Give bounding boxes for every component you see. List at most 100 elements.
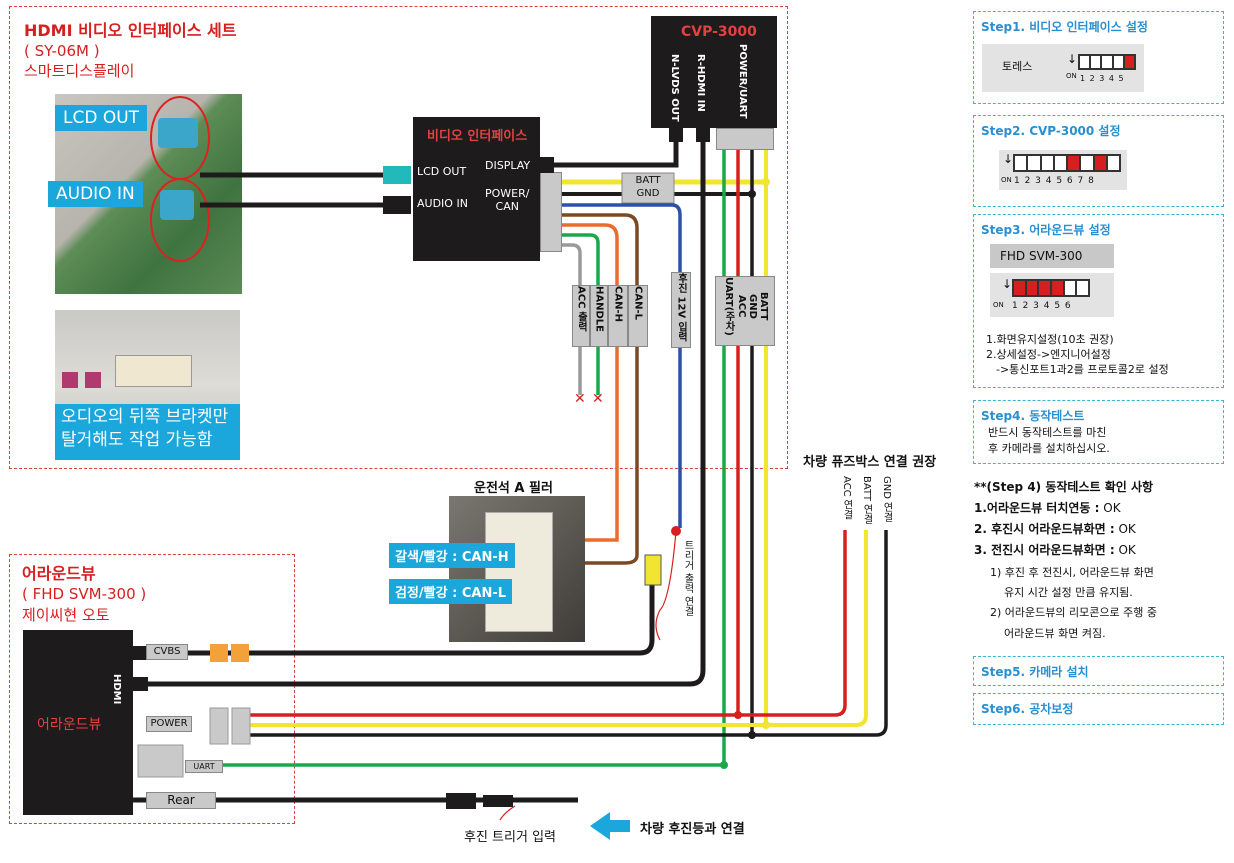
trigger-red-line — [655, 530, 677, 641]
step1-arrow-icon: ↓ — [1067, 52, 1078, 66]
aroundview-box: 어라운드뷰 HDMI — [23, 630, 133, 815]
can-h-tag: CAN-H — [608, 285, 628, 347]
check-item-3-val: OK — [1114, 543, 1136, 557]
aroundview-model: ( FHD SVM-300 ) — [22, 585, 147, 603]
check-item-1: 1.어라운드뷰 터치연동 : OK — [974, 499, 1121, 516]
check-item-2-val: OK — [1114, 522, 1136, 536]
bracket-note-line1: 오디오의 뒤쪽 브라켓만 — [61, 407, 229, 427]
wire-green-handle — [560, 233, 600, 395]
handle-tag-label: HANDLE — [593, 286, 605, 332]
check-note-2: 2) 어라운드뷰의 리모콘으로 주행 중 — [990, 606, 1157, 619]
hdmi-set-title: HDMI 비디오 인터페이스 세트 — [24, 21, 237, 40]
step2-dip-switch — [1013, 154, 1121, 172]
aroundview-hdmi-label: HDMI — [111, 674, 122, 705]
rear-red-line — [499, 805, 516, 821]
wire-fuse-gnd — [752, 530, 888, 737]
av-uart-connector — [137, 744, 184, 778]
display-connector — [540, 157, 554, 173]
cvbs-connector-1 — [210, 644, 228, 662]
check-item-3-text: 3. 전진시 어라운드뷰화면 : — [974, 543, 1115, 557]
check-item-2: 2. 후진시 어라운드뷰화면 : OK — [974, 520, 1136, 537]
step3-dip-nums: 1 2 3 4 5 6 — [1012, 301, 1072, 311]
step2-arrow-icon: ↓ — [1003, 152, 1014, 166]
fusebox-gnd: GND 연결 — [881, 476, 892, 523]
step4-line2: 후 카메라를 설치하십시오. — [988, 442, 1110, 455]
cvp-lvds-connector — [669, 128, 683, 142]
step3-dip-on: ON — [993, 301, 1004, 309]
hdmi-set-group — [9, 6, 788, 469]
wire-orange — [560, 223, 619, 542]
power-tag: POWER — [146, 716, 192, 732]
power-group-tag-label: BATT GND ACC UART(주차) — [723, 277, 769, 336]
step3-dip-switch — [1012, 279, 1090, 297]
bracket-note-line2: 탈거해도 작업 가능함 — [61, 430, 213, 450]
uart-tag: UART — [185, 760, 223, 773]
check-item-1-text: 1.어라운드뷰 터치연동 : — [974, 501, 1100, 515]
cut-mark-1: ✕ — [574, 391, 586, 407]
fusebox-acc: ACC 연결 — [841, 476, 852, 520]
cvp-title: CVP-3000 — [681, 24, 757, 40]
step3-dip-panel: ↓ ON 1 2 3 4 5 6 — [990, 273, 1114, 317]
rear-trigger-input-label: 후진 트리거 입력 — [464, 830, 556, 845]
rca-plug — [644, 554, 662, 586]
step3-title: Step3. 어라운드뷰 설정 — [981, 223, 1111, 237]
aroundview-group — [9, 554, 295, 824]
aroundview-maker: 제이씨현 오토 — [22, 606, 110, 624]
check-note-2b: 어라운드뷰 화면 켜짐. — [1004, 627, 1106, 640]
cvp-power-connector — [716, 128, 774, 150]
wire-hdmi — [148, 128, 706, 687]
step2-title: Step2. CVP-3000 설정 — [981, 124, 1121, 138]
wire-display-lvds — [540, 128, 679, 168]
pillar-can-l-label: 검정/빨강 : CAN-L — [389, 579, 512, 604]
wire-blue — [560, 203, 682, 528]
step3-arrow-icon: ↓ — [1002, 277, 1013, 291]
check-item-2-text: 2. 후진시 어라운드뷰화면 : — [974, 522, 1115, 536]
step1-dip-nums: 1 2 3 4 5 — [1080, 74, 1125, 83]
lcd-out-label: LCD OUT — [55, 105, 148, 131]
step6-box: Step6. 공차보정 — [973, 693, 1224, 725]
rear-trigger-connect-label: 차량 후진등과 연결 — [640, 822, 745, 837]
check-title: **(Step 4) 동작테스트 확인 사항 — [974, 480, 1154, 494]
step1-label: 토레스 — [1002, 60, 1033, 73]
step6-title: Step6. 공차보정 — [981, 702, 1074, 716]
video-interface-lcd-out: LCD OUT — [417, 165, 467, 178]
rear-connector-2 — [483, 795, 513, 807]
bracket-connector-1 — [62, 372, 78, 388]
cvp-3000-box: CVP-3000 N-LVDS OUT R-HDMI IN POWER/UART — [651, 16, 777, 128]
check-note-1b: 유지 시간 설정 만큼 유지됨. — [1004, 586, 1133, 599]
cvp-hdmi-connector — [696, 128, 710, 142]
step4-line1: 반드시 동작테스트를 마친 — [988, 426, 1107, 439]
audio-connector — [383, 196, 411, 214]
bracket-note: 오디오의 뒤쪽 브라켓만 탈거해도 작업 가능함 — [55, 404, 240, 460]
cvbs-connector-2 — [231, 644, 249, 662]
handle-tag: HANDLE — [590, 285, 608, 347]
can-l-tag: CAN-L — [628, 285, 648, 347]
hdmi-set-model: ( SY-06M ) — [24, 42, 100, 60]
wire-gray-acc — [560, 243, 582, 395]
acc-tag: ACC 출력 — [572, 285, 590, 347]
step3-box: Step3. 어라운드뷰 설정 FHD SVM-300 ↓ ON 1 2 3 4… — [973, 214, 1224, 388]
video-interface-display: DISPLAY — [485, 159, 531, 172]
pillar-title: 운전석 A 필러 — [474, 481, 553, 496]
wire-fuse-acc — [738, 530, 847, 717]
av-power-connector-1 — [209, 707, 229, 745]
av-power-connector-2 — [231, 707, 251, 745]
step3-line2: 2.상세설정->엔지니어설정 — [986, 348, 1111, 361]
step5-title: Step5. 카메라 설치 — [981, 665, 1089, 679]
wire-cvbs — [148, 585, 655, 656]
rear-tag: Rear — [146, 792, 216, 809]
step2-dip-on: ON — [1001, 176, 1012, 184]
trigger-out-label: 트리거 출력 연결 — [682, 540, 693, 617]
cvbs-tag: CVBS — [146, 644, 188, 660]
highlight-circle-audio — [150, 178, 210, 262]
fusebox-batt: BATT 연결 — [861, 476, 872, 525]
fusebox-title: 차량 퓨즈박스 연결 권장 — [803, 455, 937, 470]
step1-box: Step1. 비디오 인터페이스 설정 토레스 ↓ ON 1 2 3 4 5 — [973, 11, 1224, 104]
step2-dip-nums: 1 2 3 4 5 6 7 8 — [1014, 176, 1095, 186]
video-interface-power-can: POWER/ CAN — [485, 187, 530, 213]
power-group-tag: BATT GND ACC UART(주차) — [715, 276, 775, 346]
wire-fuse-batt — [766, 530, 868, 727]
cvp-port-hdmi: R-HDMI IN — [695, 54, 706, 112]
pillar-connector-photo — [485, 512, 553, 632]
step5-box: Step5. 카메라 설치 — [973, 656, 1224, 686]
